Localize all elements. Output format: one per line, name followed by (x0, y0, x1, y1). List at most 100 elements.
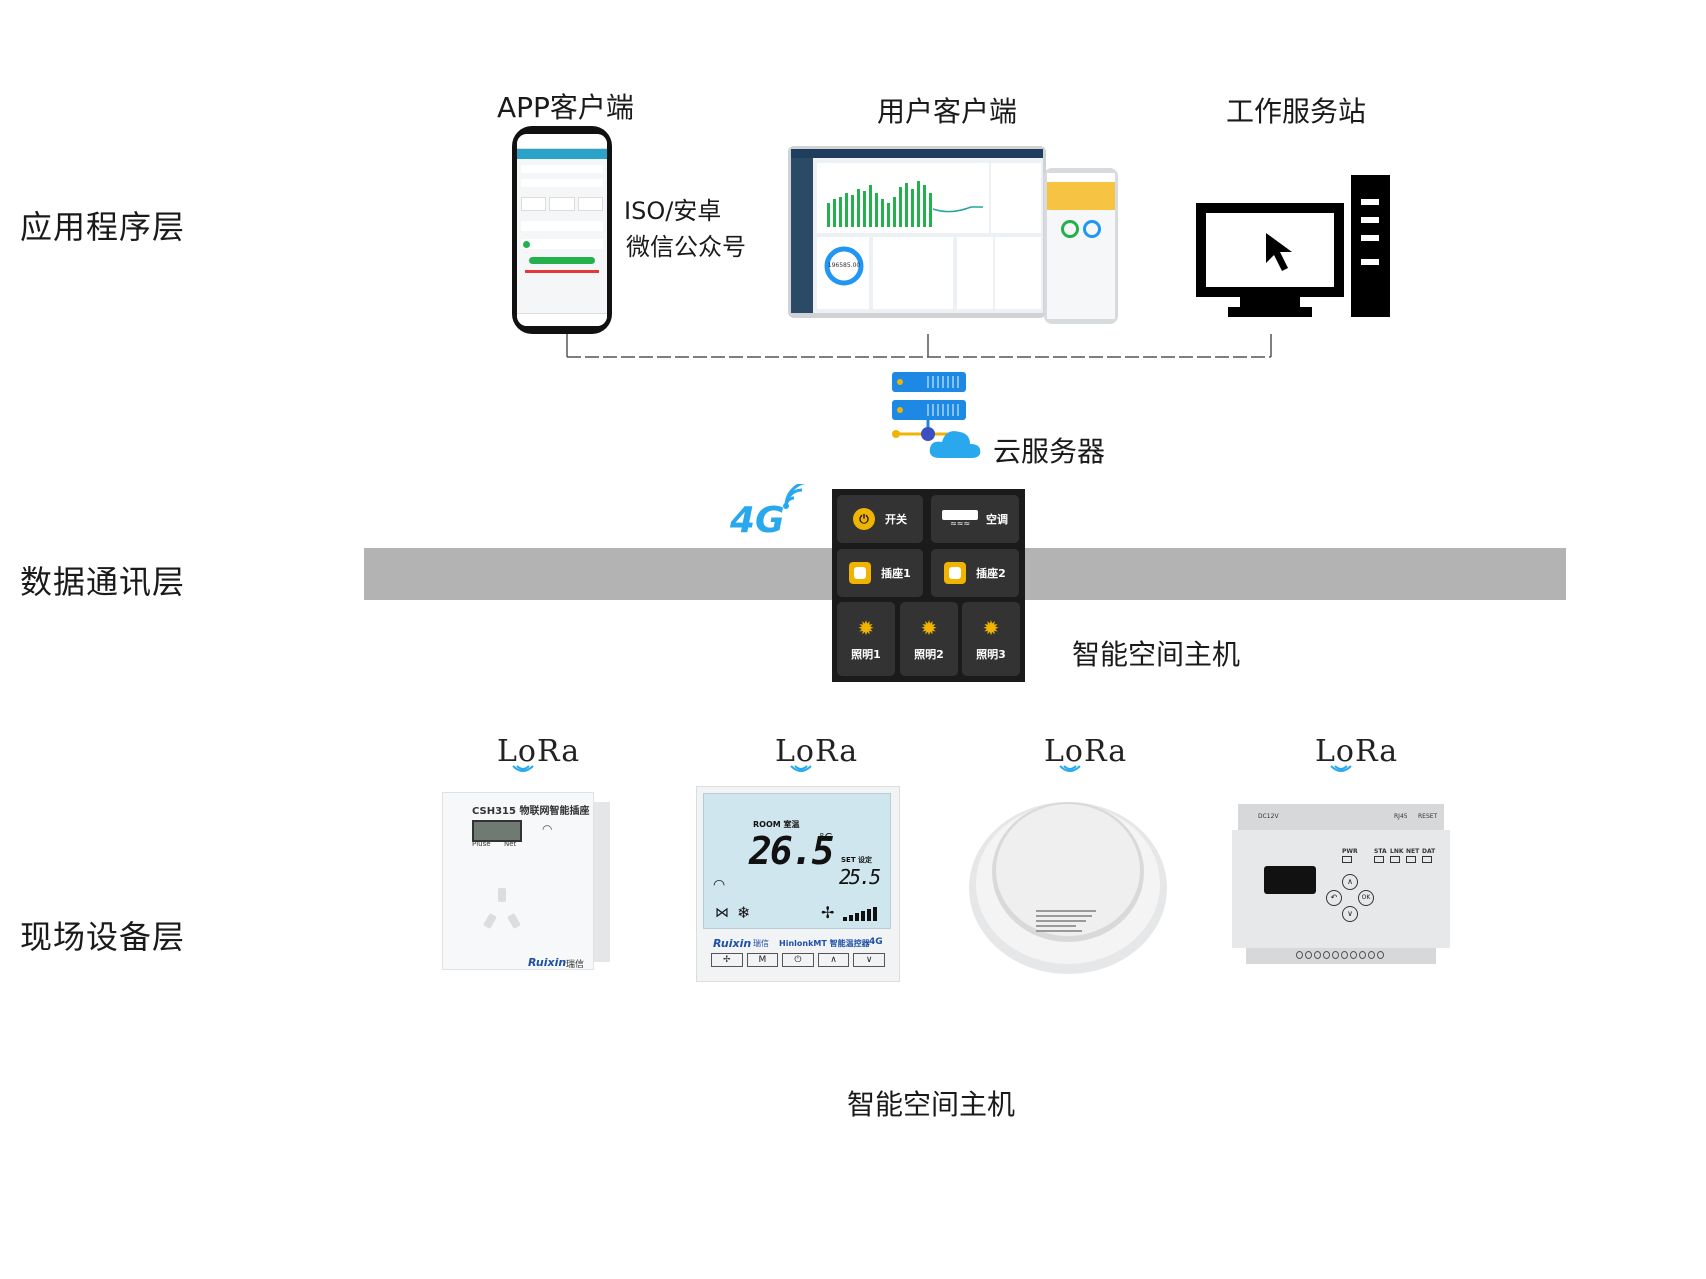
gateway-net-label: NET (1406, 848, 1420, 855)
fan-speed-bars (843, 907, 877, 921)
thermostat-model: HinlonkMT 智能温控器 (779, 939, 870, 948)
host-tile-socket1[interactable]: 插座1 (837, 549, 923, 597)
socket-brand: Ruixin (528, 956, 567, 969)
smart-host-panel: ⏻ 开关 ≈≈≈ 空调 插座1 插座2 ✹ 照明1 ✹ 照明2 ✹ 照明3 (832, 489, 1025, 682)
host-tile-light3-label: 照明3 (976, 648, 1006, 661)
socket-display (472, 820, 522, 842)
socket-model-label: CSH315 物联网智能插座 (472, 806, 590, 817)
fan-button[interactable]: ✢ (711, 953, 743, 967)
lora-badge-2: LoRa (775, 734, 859, 772)
gateway-terminal-row (1296, 951, 1384, 959)
back-button[interactable]: ↶ (1326, 890, 1342, 906)
power-icon: ⏻ (853, 508, 875, 530)
host-tile-socket1-label: 插座1 (881, 567, 911, 580)
host-tile-power[interactable]: ⏻ 开关 (837, 495, 923, 543)
lora-badge-3: LoRa (1044, 734, 1128, 772)
host-tile-power-label: 开关 (885, 513, 907, 526)
small-phone-mockup (1044, 168, 1118, 324)
workstation-computer-icon (1196, 175, 1390, 317)
thermostat-room-unit: °C (819, 831, 833, 844)
thermostat-brand: Ruixin (713, 937, 752, 950)
host-tile-ac-label: 空调 (986, 513, 1008, 526)
ok-button[interactable]: OK (1358, 890, 1374, 906)
down-button[interactable]: ∨ (1342, 906, 1358, 922)
gateway-pwr-label: PWR (1342, 848, 1358, 855)
socket-pulse-label: Pluse (472, 840, 491, 848)
wifi-icon: ◠ (713, 877, 726, 893)
lora-label: LoRa (497, 734, 581, 769)
host-tile-light3[interactable]: ✹ 照明3 (962, 602, 1020, 676)
lora-label: LoRa (1315, 734, 1399, 769)
gateway-sta-label: STA (1374, 848, 1387, 855)
thermostat-brand-cn: 瑞信 (753, 939, 769, 948)
layer-label-application: 应用程序层 (20, 208, 186, 246)
thermostat-set-label: SET 设定 (841, 856, 873, 864)
thermostat-room-temp: 26.5 (749, 829, 835, 873)
lora-badge-1: LoRa (497, 734, 581, 772)
host-tile-light2-label: 照明2 (914, 648, 944, 661)
power-button[interactable]: ⏻ (782, 953, 814, 967)
gateway-reset-label: RESET (1418, 813, 1438, 820)
phone-screen (517, 134, 607, 326)
host-tile-light1[interactable]: ✹ 照明1 (837, 602, 895, 676)
socket-net-label: Net (504, 840, 517, 848)
workstation-label: 工作服务站 (1226, 95, 1367, 128)
device-smart-socket: CSH315 物联网智能插座 Pluse Net ◠ Ruixin 瑞信 (442, 792, 610, 970)
valve-icon: ⋈ (715, 905, 729, 921)
thermostat-net: 4G (869, 937, 883, 947)
thermostat-set-temp: 25.5 (839, 865, 881, 889)
socket-brand-cn: 瑞信 (566, 960, 585, 970)
desktop-dashboard-mockup: 196585.00 (788, 146, 1046, 318)
device-thermostat: ROOM 室温 26.5 °C SET 设定 25.5 ◠ ⋈ ❄ ✢ Ruix… (696, 786, 900, 982)
air-conditioner-icon: ≈≈≈ (942, 510, 978, 528)
gateway-dat-label: DAT (1422, 848, 1436, 855)
host-tile-light1-label: 照明1 (851, 648, 881, 661)
device-gateway: DC12V RJ45 RESET PWR STA LNK NET DAT ∧ ↶… (1232, 804, 1450, 964)
thermostat-display (703, 793, 891, 929)
up-button[interactable]: ∧ (817, 953, 850, 967)
up-button[interactable]: ∧ (1342, 874, 1358, 890)
dashboard-ring-value: 196585.00 (827, 262, 861, 269)
smart-host-caption: 智能空间主机 (1072, 638, 1241, 671)
host-tile-socket2[interactable]: 插座2 (931, 549, 1019, 597)
dashboard-bar-chart (827, 181, 983, 227)
bottom-caption: 智能空间主机 (847, 1088, 1016, 1121)
wifi-icon: ◠ (542, 822, 553, 836)
mode-button[interactable]: M (746, 953, 779, 967)
signal-icon (783, 484, 806, 509)
cloud-server-icon (892, 372, 981, 458)
user-client-label: 用户客户端 (877, 95, 1018, 128)
snowflake-icon: ❄ (737, 903, 751, 922)
socket-icon (944, 562, 967, 584)
thermostat-room-label: ROOM 室温 (753, 820, 800, 829)
gateway-rj45-label: RJ45 (1394, 813, 1408, 820)
socket-hole-icon (498, 888, 506, 902)
4g-label: 4G (730, 500, 785, 541)
thermostat-button-row: ✢ M ⏻ ∧ ∨ (711, 953, 885, 967)
lightbulb-icon: ✹ (920, 616, 938, 640)
host-tile-ac[interactable]: ≈≈≈ 空调 (931, 495, 1019, 543)
gateway-lnk-label: LNK (1390, 848, 1404, 855)
app-client-label: APP客户端 (497, 91, 634, 124)
phone-mockup (512, 126, 612, 334)
cloud-server-label: 云服务器 (993, 435, 1106, 468)
lightbulb-icon: ✹ (857, 616, 875, 640)
layer-label-field: 现场设备层 (20, 918, 186, 956)
platform-note-wechat: 微信公众号 (626, 233, 746, 261)
fan-icon: ✢ (821, 903, 835, 922)
dashboard-screen: 196585.00 (791, 149, 1043, 313)
dashboard-ring-chart (824, 246, 864, 286)
lora-badge-4: LoRa (1315, 734, 1399, 772)
lora-label: LoRa (1044, 734, 1128, 769)
layer-label-communication: 数据通讯层 (20, 563, 186, 601)
device-round-sensor (969, 802, 1167, 974)
gateway-dc-label: DC12V (1258, 813, 1279, 820)
host-tile-socket2-label: 插座2 (976, 567, 1006, 580)
host-tile-light2[interactable]: ✹ 照明2 (900, 602, 958, 676)
socket-icon (849, 562, 872, 584)
down-button[interactable]: ∨ (853, 953, 885, 967)
lora-label: LoRa (775, 734, 859, 769)
lightbulb-icon: ✹ (982, 616, 1000, 640)
gateway-screen (1264, 866, 1316, 894)
client-connector-lines (566, 334, 1272, 358)
